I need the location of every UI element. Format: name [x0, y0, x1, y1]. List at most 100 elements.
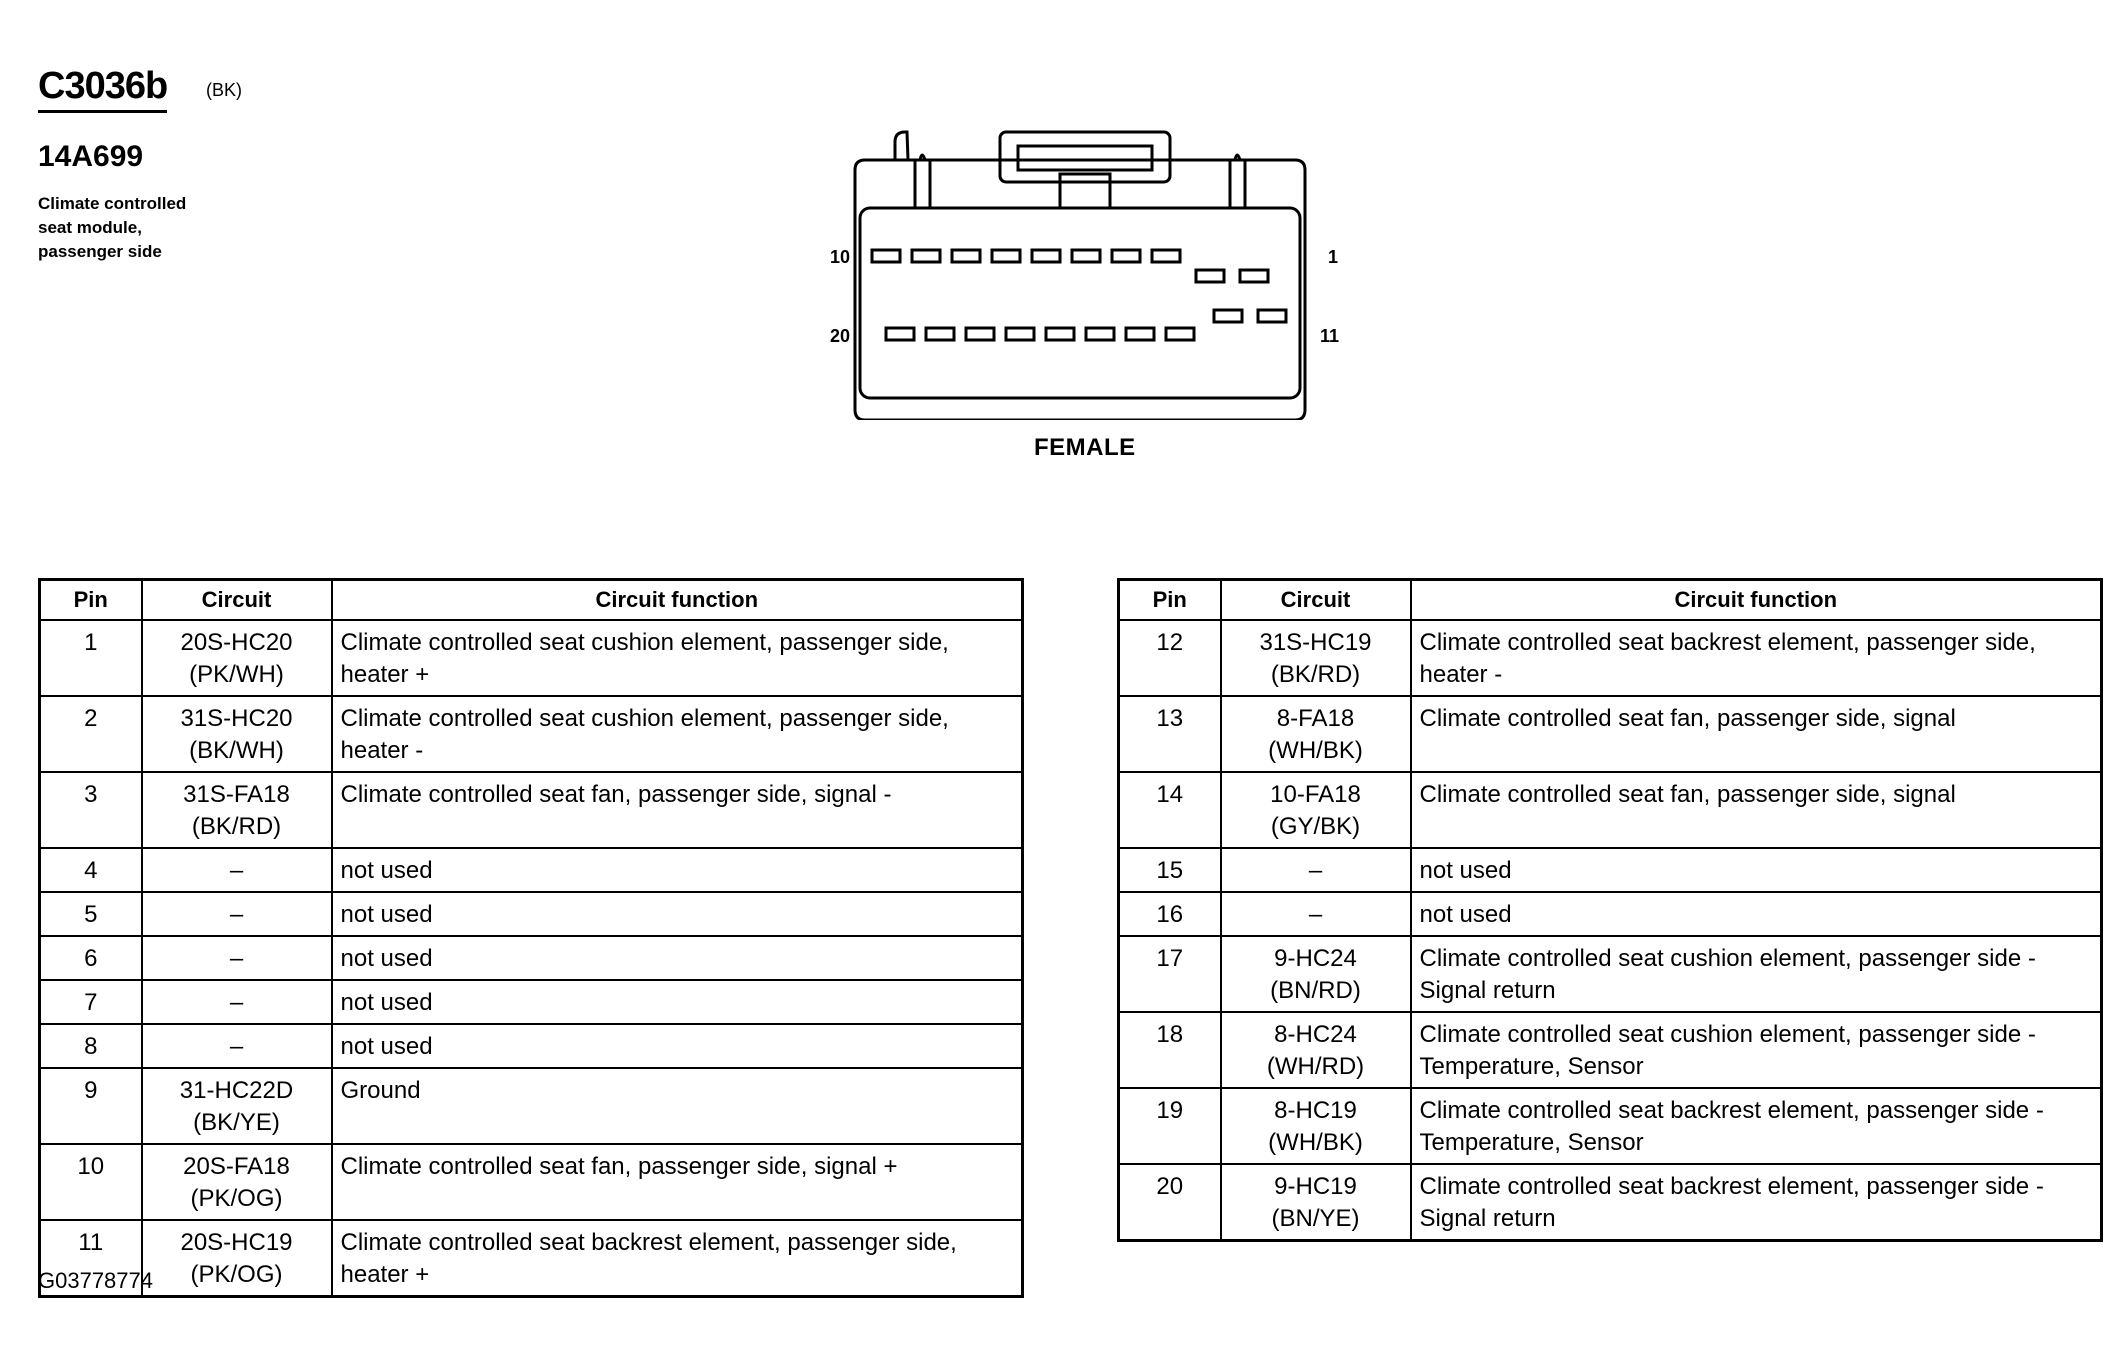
pinout-table-right: Pin Circuit Circuit function 12 31S-HC19 (… [1117, 578, 2103, 1242]
circuit-wire-color: (WH/BK) [1268, 737, 1363, 764]
cell-pin: 17 [1117, 935, 1222, 1013]
circuit-code: 8-FA18 [1276, 705, 1355, 732]
pin-label-1: 1 [1328, 247, 1338, 267]
table-row: 12 31S-HC19 (BK/RD) Climate controlled seat… [1117, 619, 2103, 697]
cell-function: Ground [330, 1067, 1024, 1145]
circuit-code: – [1308, 901, 1323, 928]
cell-pin: 4 [38, 847, 143, 893]
circuit-wire-color: (BN/YE) [1271, 1205, 1360, 1232]
cell-function: not used [330, 891, 1024, 937]
cell-pin: 10 [38, 1143, 143, 1221]
circuit-code: – [1308, 857, 1323, 884]
table-row: 10 20S-FA18 (PK/OG) Climate controlled seat… [38, 1143, 1024, 1221]
circuit-code: – [229, 857, 244, 884]
header-pin: Pin [38, 578, 143, 621]
circuit-code: – [229, 989, 244, 1016]
header-circuit: Circuit [140, 578, 333, 621]
circuit-code: 9-HC19 [1274, 1173, 1357, 1200]
cell-pin: 7 [38, 979, 143, 1025]
pin-label-20: 20 [830, 326, 850, 346]
circuit-wire-color: (PK/WH) [189, 661, 284, 688]
header-circuit: Circuit [1219, 578, 1412, 621]
cell-circuit: 9-HC19 (BN/YE) [1219, 1163, 1412, 1242]
cell-circuit: – [140, 891, 333, 937]
cell-pin: 14 [1117, 771, 1222, 849]
header-pin: Pin [1117, 578, 1222, 621]
cell-pin: 16 [1117, 891, 1222, 937]
cell-circuit: – [140, 1023, 333, 1069]
cell-pin: 1 [38, 619, 143, 697]
cell-circuit: 20S-FA18 (PK/OG) [140, 1143, 333, 1221]
table-row: 4–not used [38, 847, 1024, 893]
cell-pin: 11 [38, 1219, 143, 1298]
table-row: 16 – not used [1117, 891, 2103, 937]
pin-label-10: 10 [830, 247, 850, 267]
table-row: 13 8-FA18 (WH/BK) Climate controlled seat f… [1117, 695, 2103, 773]
cell-pin: 2 [38, 695, 143, 773]
cell-circuit: 20S-HC19(PK/OG) [140, 1219, 333, 1298]
circuit-wire-color: (PK/OG) [190, 1261, 283, 1288]
table-row: 1 20S-HC20 (PK/WH) Climate controlled seat … [38, 619, 1024, 697]
cell-function: Climate controlled seat cushion element,… [1409, 935, 2103, 1013]
cell-function: not used [330, 935, 1024, 981]
cell-pin: 12 [1117, 619, 1222, 697]
cell-circuit: 8-HC24(WH/RD) [1219, 1011, 1412, 1089]
cell-circuit: 10-FA18 (GY/BK) [1219, 771, 1412, 849]
cell-function: not used [330, 979, 1024, 1025]
table-row: 7 – not used [38, 979, 1024, 1025]
cell-function: Climate controlled seat fan, passenger s… [330, 1143, 1024, 1221]
cell-pin: 13 [1117, 695, 1222, 773]
circuit-wire-color: (GY/BK) [1270, 813, 1361, 840]
circuit-code: 31S-FA18 [183, 781, 290, 808]
circuit-wire-color: (BK/YE) [193, 1109, 280, 1136]
connector-description: Climate controlled seat module, passenge… [38, 194, 187, 261]
header-function: Circuit function [330, 578, 1024, 621]
cell-function: not used [1409, 891, 2103, 937]
circuit-code: 10-FA18 [1270, 781, 1361, 808]
cell-circuit: 31S-FA18 (BK/RD) [140, 771, 333, 849]
connector-gender-label: FEMALE [1034, 434, 1136, 461]
circuit-code: 20S-HC20 [180, 629, 293, 656]
cell-pin: 5 [38, 891, 143, 937]
table-row: 3 31S-FA18 (BK/RD) Climate controlled seat … [38, 771, 1024, 849]
connector-color: (BK) [206, 80, 242, 100]
connector-id: C3036b [38, 65, 168, 113]
circuit-wire-color: (WH/RD) [1266, 1053, 1365, 1080]
header-function: Circuit function [1409, 578, 2103, 621]
cell-function: Climate controlled seat fan, passenger s… [1409, 695, 2103, 773]
cell-function: Climate controlled seat cushion element,… [330, 695, 1024, 773]
cell-circuit: 20S-HC20 (PK/WH) [140, 619, 333, 697]
cell-function: not used [1409, 847, 2103, 893]
cell-circuit: – [140, 935, 333, 981]
cell-pin: 19 [1117, 1087, 1222, 1165]
cell-function: Climate controlled seat fan, passenger s… [330, 771, 1024, 849]
part-number: 14A699 [38, 140, 144, 173]
circuit-code: 20S-FA18 [183, 1153, 290, 1180]
cell-function: not used [330, 1023, 1024, 1069]
cell-circuit: 9-HC24(BN/RD) [1219, 935, 1412, 1013]
cell-function: Climate controlled seat backrest element… [330, 1219, 1024, 1298]
circuit-code: 31S-HC19 [1259, 629, 1372, 656]
cell-pin: 3 [38, 771, 143, 849]
circuit-wire-color: (BK/RD) [191, 813, 282, 840]
circuit-wire-color: (PK/OG) [190, 1185, 283, 1212]
cell-function: Climate controlled seat fan, passenger s… [1409, 771, 2103, 849]
cell-function: Climate controlled seat cushion element,… [1409, 1011, 2103, 1089]
cell-circuit: – [140, 979, 333, 1025]
circuit-code: – [229, 1033, 244, 1060]
pinout-table-left: Pin Circuit Circuit function 1 20S-HC20 (P… [38, 578, 1024, 1298]
cell-function: Climate controlled seat backrest element… [1409, 619, 2103, 697]
connector-diagram: 10 1 20 11 [830, 130, 1339, 420]
circuit-code: – [229, 945, 244, 972]
table-header-row: Pin Circuit Circuit function [1117, 578, 2103, 621]
cell-circuit: 8-FA18 (WH/BK) [1219, 695, 1412, 773]
cell-function: Climate controlled seat cushion element,… [330, 619, 1024, 697]
table-row: 6–not used [38, 935, 1024, 981]
circuit-code: 8-HC19 [1274, 1097, 1357, 1124]
circuit-wire-color: (BK/RD) [1270, 661, 1361, 688]
